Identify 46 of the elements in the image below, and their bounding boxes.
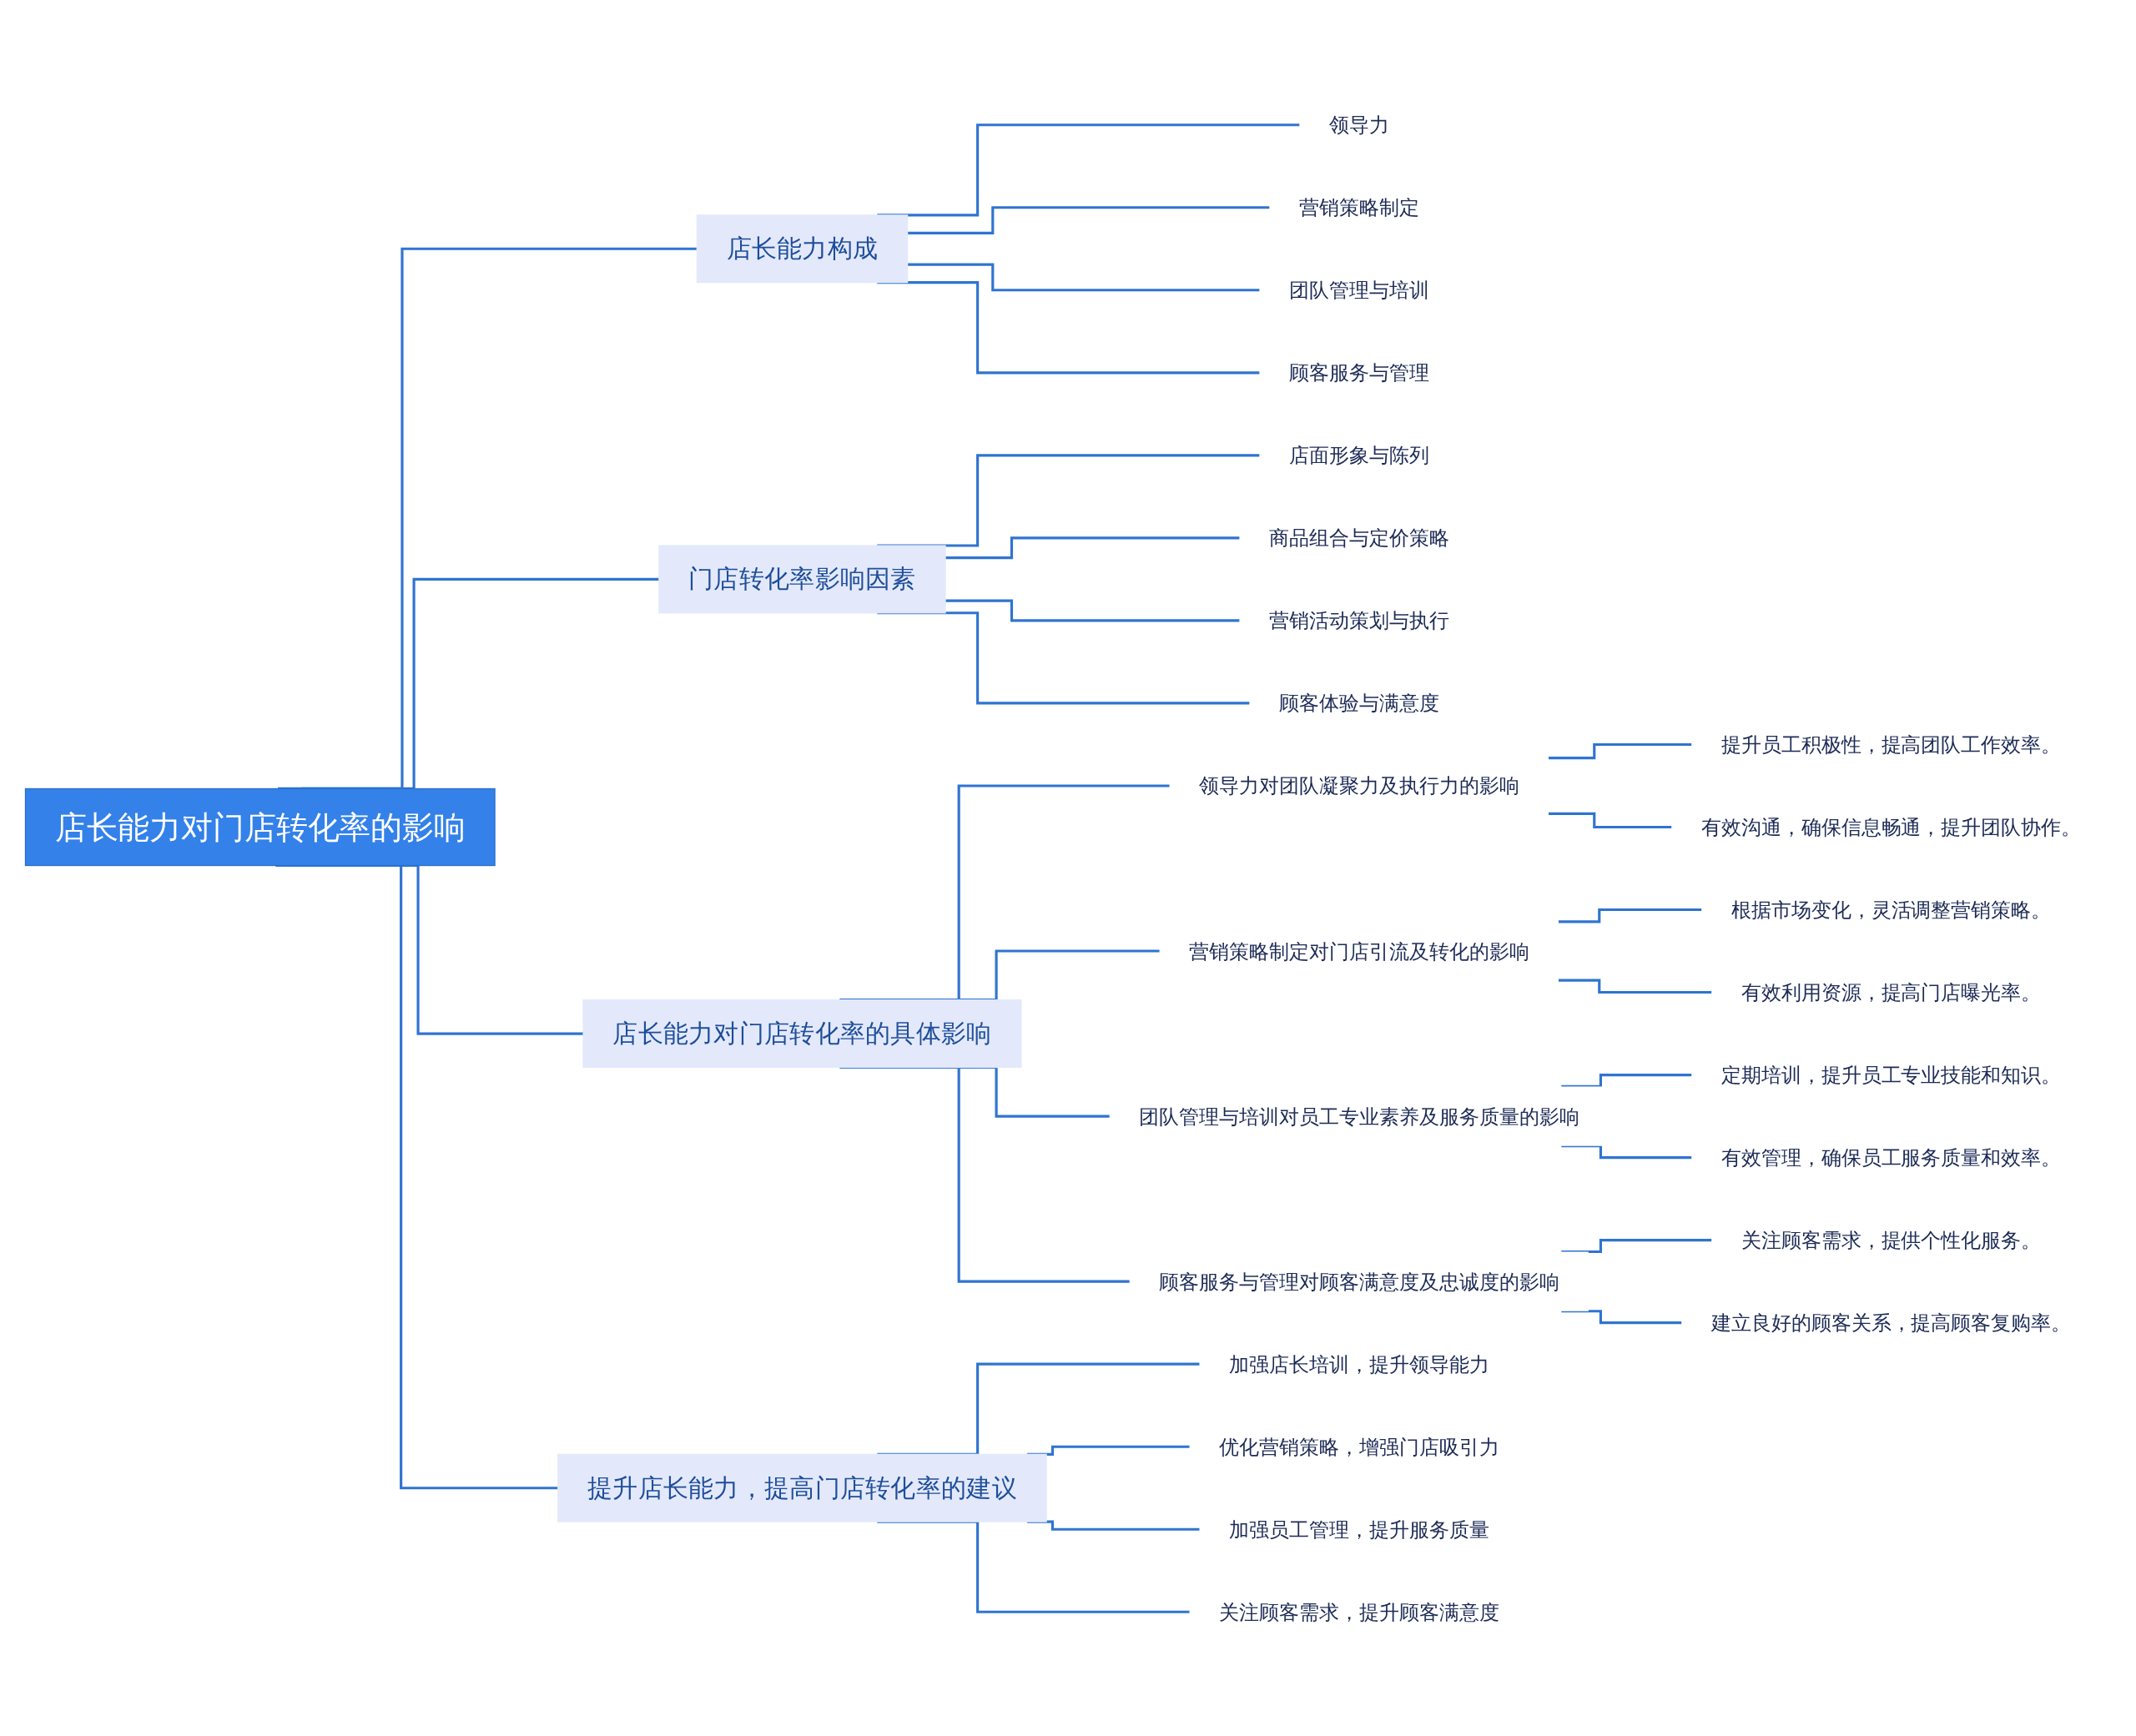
connector [1548, 812, 1672, 828]
node-box: 店长能力对门店转化率的影响 [24, 787, 496, 866]
connector [1026, 1520, 1200, 1531]
connector [1558, 979, 1712, 994]
node-text: 顾客服务与管理对顾客满意度及忠诚度的影响 [1159, 1269, 1559, 1293]
node-text: 营销活动策划与执行 [1268, 608, 1449, 632]
node-text: 关注顾客需求，提升顾客满意度 [1219, 1599, 1499, 1623]
connector [907, 205, 1270, 234]
node-text: 有效管理，确保员工服务质量和效率。 [1720, 1145, 2062, 1169]
node-text: 根据市场变化，灵活调整营销策略。 [1730, 897, 2052, 921]
node-text: 有效沟通，确保信息畅通，提升团队协作。 [1700, 814, 2082, 838]
node-text: 加强员工管理，提升服务质量 [1229, 1517, 1489, 1541]
node-text: 顾客服务与管理 [1288, 360, 1429, 384]
node-box: 提升店长能力，提高门店转化率的建议 [557, 1453, 1047, 1522]
connector [1561, 1309, 1682, 1324]
connector [877, 611, 1250, 704]
node-text: 商品组合与定价策略 [1268, 526, 1449, 549]
node-text: 有效利用资源，提高门店曝光率。 [1741, 979, 2042, 1004]
node-text: 营销策略制定对门店引流及转化的影响 [1189, 938, 1529, 963]
node-text: 建立良好的顾客关系，提高顾客复购率。 [1710, 1310, 2072, 1334]
node-text: 顾客体验与满意度 [1278, 691, 1439, 714]
connector [877, 280, 1260, 374]
connector [1561, 1144, 1692, 1159]
connector [877, 1520, 1190, 1613]
connector [1548, 742, 1692, 759]
connector [839, 1065, 1130, 1283]
connector [1561, 1238, 1712, 1253]
node-text: 领导力 [1328, 113, 1389, 136]
connector [945, 536, 1240, 559]
node-text: 定期培训，提升员工专业技能和知识。 [1720, 1062, 2062, 1086]
connector [1558, 908, 1702, 923]
node-text: 优化营销策略，增强门店吸引力 [1219, 1434, 1499, 1458]
node-box: 门店转化率影响因素 [658, 544, 946, 613]
node-box: 店长能力对门店转化率的具体影响 [582, 999, 1022, 1068]
node-text: 店面形象与陈列 [1288, 443, 1429, 466]
connector [945, 599, 1240, 621]
node-text: 提升员工积极性，提高团队工作效率。 [1720, 732, 2062, 756]
node-text: 营销策略制定 [1298, 195, 1419, 219]
node-text: 团队管理与培训 [1288, 278, 1429, 301]
node-text: 领导力对团队凝聚力及执行力的影响 [1199, 773, 1519, 798]
node-text: 加强店长培训，提升领导能力 [1229, 1351, 1489, 1376]
connector [907, 263, 1260, 291]
node-box: 店长能力构成 [696, 214, 909, 283]
connector [1561, 1073, 1692, 1088]
node-text: 关注顾客需求，提供个性化服务。 [1741, 1227, 2042, 1251]
node-text: 团队管理与培训对员工专业素养及服务质量的影响 [1139, 1104, 1579, 1128]
